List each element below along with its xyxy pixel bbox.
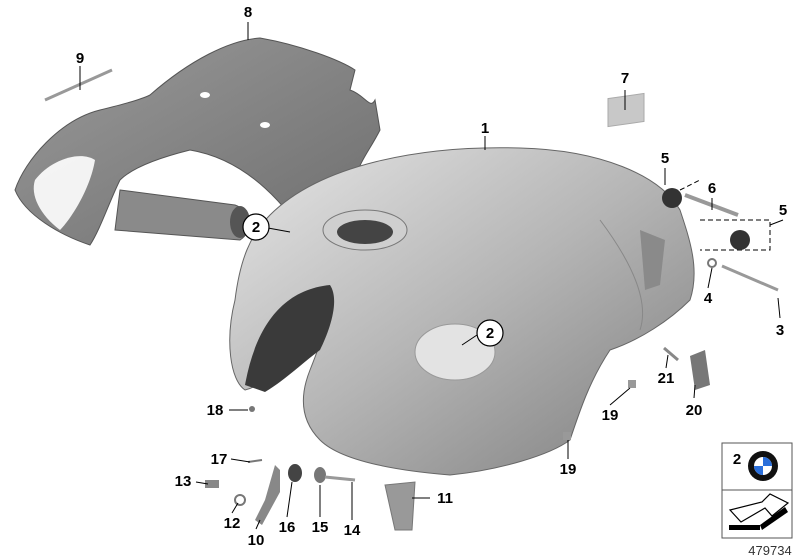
part-labels: 1 2 2 3 4 5 5 6 7 8 9 10 11 12 13 14 15 … <box>76 4 787 549</box>
label-19[interactable]: 19 <box>560 461 577 478</box>
label-7[interactable]: 7 <box>621 70 629 87</box>
label-5[interactable]: 5 <box>779 202 787 219</box>
callout-circle <box>476 319 504 347</box>
label-20[interactable]: 20 <box>686 402 703 419</box>
document-number: 479734 <box>748 543 791 558</box>
tank-cover-part[interactable] <box>14 37 381 246</box>
mounting-hardware-bottom[interactable] <box>205 406 416 531</box>
label-3[interactable]: 3 <box>776 322 784 339</box>
callout-circle <box>242 213 270 241</box>
label-2[interactable]: 2 <box>252 219 260 236</box>
label-14[interactable]: 14 <box>344 522 361 539</box>
cable-tie-part[interactable] <box>44 68 113 102</box>
leader-lines <box>79 22 784 530</box>
label-17[interactable]: 17 <box>211 451 228 468</box>
legend-box: 2 <box>721 442 793 539</box>
label-11[interactable]: 11 <box>437 490 453 507</box>
pad-part[interactable] <box>607 92 645 128</box>
direction-arrow-icon <box>728 493 790 530</box>
label-18[interactable]: 18 <box>207 402 224 419</box>
label-8[interactable]: 8 <box>244 4 252 21</box>
label-2[interactable]: 2 <box>486 325 494 342</box>
bmw-logo-icon <box>748 451 778 481</box>
label-15[interactable]: 15 <box>312 519 329 536</box>
label-12[interactable]: 12 <box>224 515 241 532</box>
label-5[interactable]: 5 <box>661 150 669 167</box>
label-10[interactable]: 10 <box>248 532 265 549</box>
label-21[interactable]: 21 <box>658 370 675 387</box>
mounting-hardware-right[interactable] <box>563 179 779 440</box>
label-13[interactable]: 13 <box>175 473 192 490</box>
label-4[interactable]: 4 <box>704 290 713 307</box>
label-9[interactable]: 9 <box>76 50 84 67</box>
label-19[interactable]: 19 <box>602 407 619 424</box>
label-1[interactable]: 1 <box>481 120 489 137</box>
legend-number: 2 <box>733 451 741 468</box>
label-6[interactable]: 6 <box>708 180 716 197</box>
fuel-tank-part[interactable] <box>229 147 695 476</box>
label-16[interactable]: 16 <box>279 519 296 536</box>
